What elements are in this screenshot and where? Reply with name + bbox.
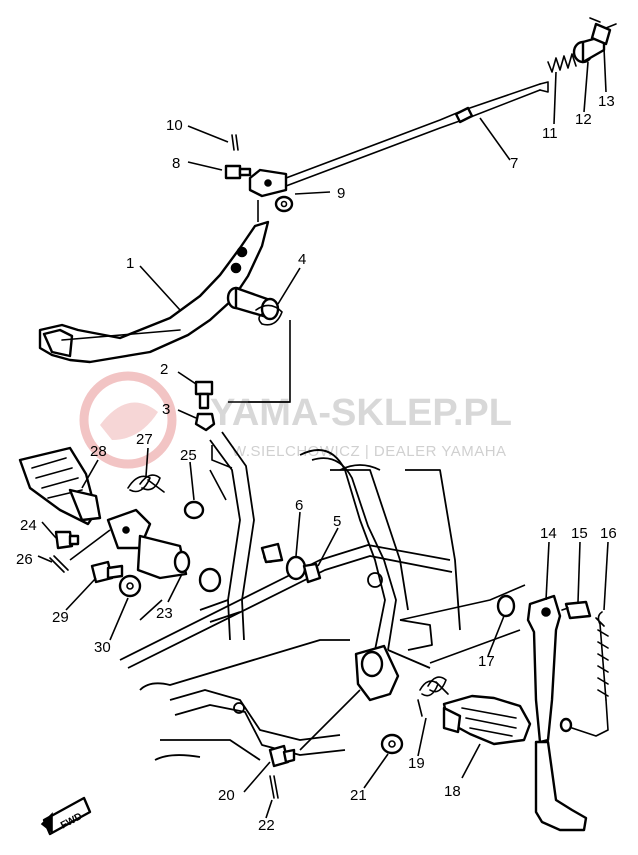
pivot-shaft (226, 286, 283, 326)
callout-3: 3 (162, 401, 170, 418)
callout-15: 15 (571, 525, 588, 542)
callout-24: 24 (20, 517, 37, 534)
callout-29: 29 (52, 609, 69, 626)
watermark-subtext: W.SIELCHOWICZ | DEALER YAMAHA (232, 443, 507, 460)
callout-14: 14 (540, 525, 557, 542)
callout-4: 4 (298, 251, 306, 268)
callout-1: 1 (126, 255, 134, 272)
rod-spring-adjuster (547, 17, 617, 73)
clevis-pin-set (224, 134, 294, 213)
right-pin-set (268, 733, 404, 799)
callout-16: 16 (600, 525, 617, 542)
callout-2: 2 (160, 361, 168, 378)
callout-7: 7 (510, 155, 518, 172)
callout-6: 6 (295, 497, 303, 514)
callout-9: 9 (337, 185, 345, 202)
brake-pedal (38, 220, 270, 364)
callout-20: 20 (218, 787, 235, 804)
footrest-pin (49, 530, 80, 573)
callout-17: 17 (478, 653, 495, 670)
callout-30: 30 (94, 639, 111, 656)
callout-labels: 1 2 3 4 5 6 7 8 9 10 11 12 13 14 15 16 1… (16, 93, 617, 834)
callout-18: 18 (444, 783, 461, 800)
watermark-logo (79, 371, 177, 469)
callout-26: 26 (16, 551, 33, 568)
assembly-guide-lines (69, 200, 526, 751)
pivot-nut-collar (198, 542, 322, 593)
bolt-and-nut (194, 380, 216, 432)
footrest-right (442, 694, 532, 746)
footrest-left (18, 446, 102, 526)
callout-25: 25 (180, 447, 197, 464)
callout-12: 12 (575, 111, 592, 128)
watermark-text: YAMA-SKLEP.PL (210, 392, 512, 434)
callout-10: 10 (166, 117, 183, 134)
frame-pivot-boss (354, 644, 400, 702)
fwd-arrow-badge: FWD (40, 796, 92, 836)
callout-8: 8 (172, 155, 180, 172)
callout-23: 23 (156, 605, 173, 622)
callout-5: 5 (333, 513, 341, 530)
callout-13: 13 (598, 93, 615, 110)
callout-11: 11 (542, 125, 558, 142)
watermark: YAMA-SKLEP.PL W.SIELCHOWICZ | DEALER YAM… (79, 371, 512, 469)
callout-21: 21 (350, 787, 367, 804)
frame-outline (119, 431, 461, 761)
footrest-fasteners (90, 500, 205, 598)
callout-leaders (37, 47, 609, 819)
sidestand (496, 594, 609, 832)
footrest-bracket (106, 508, 191, 580)
return-spring-19 (417, 676, 449, 717)
brake-rod (248, 81, 549, 198)
callout-28: 28 (90, 443, 107, 460)
callout-22: 22 (258, 817, 275, 834)
callout-19: 19 (408, 755, 425, 772)
return-spring-27 (127, 474, 165, 493)
callout-27: 27 (136, 431, 153, 448)
